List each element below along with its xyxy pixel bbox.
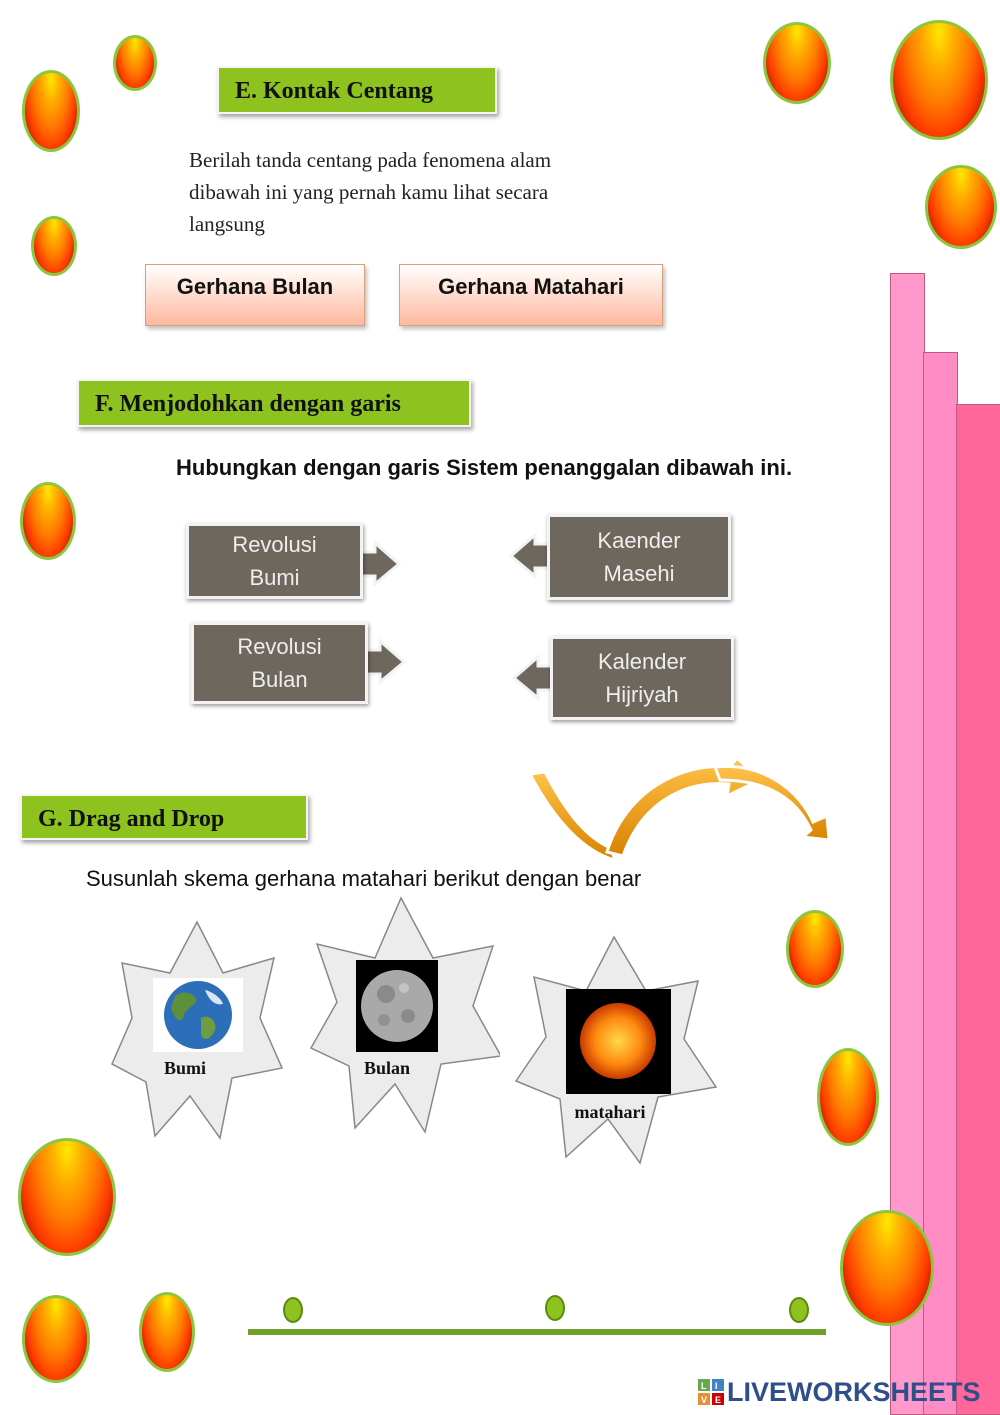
decor-ball xyxy=(18,1138,116,1256)
decor-ball xyxy=(31,216,77,276)
match-left-revolusi-bulan[interactable]: Revolusi Bulan xyxy=(191,622,368,704)
section-g-instruction: Susunlah skema gerhana matahari berikut … xyxy=(86,866,642,891)
timeline-line xyxy=(248,1329,826,1335)
instruction-line: langsung xyxy=(189,212,265,236)
instruction-line: dibawah ini yang pernah kamu lihat secar… xyxy=(189,180,549,204)
box-label: Revolusi xyxy=(237,634,322,659)
section-e-instruction: Berilah tanda centang pada fenomena alam… xyxy=(189,144,629,240)
match-right-kalender-masehi[interactable]: Kaender Masehi xyxy=(547,514,731,600)
decor-ball xyxy=(925,165,997,249)
decor-ball xyxy=(817,1048,879,1146)
liveworksheets-text: LIVEWORKSHEETS xyxy=(727,1376,981,1407)
decor-ball xyxy=(840,1210,934,1326)
instruction-line: Berilah tanda centang pada fenomena alam xyxy=(189,148,552,172)
star-label-matahari: matahari xyxy=(574,1102,646,1122)
star-label-bumi: Bumi xyxy=(163,1058,206,1078)
decor-strip xyxy=(956,404,1000,1415)
match-left-revolusi-bumi[interactable]: Revolusi Bumi xyxy=(186,523,363,599)
box-label: Revolusi xyxy=(232,532,317,557)
section-f-instruction: Hubungkan dengan garis Sistem penanggala… xyxy=(176,455,793,480)
box-label: Bumi xyxy=(249,565,300,590)
decor-ball xyxy=(20,482,76,560)
checkbox-option-gerhana-bulan[interactable]: Gerhana Bulan xyxy=(145,264,365,326)
svg-text:V: V xyxy=(701,1395,707,1405)
star-label-bulan: Bulan xyxy=(363,1058,411,1078)
cycle-arrows-icon xyxy=(527,755,831,863)
section-e-title: E. Kontak Centang xyxy=(217,66,497,114)
decor-ball xyxy=(786,910,844,988)
liveworksheets-logo: L I V E LIVEWORKSHEETS xyxy=(698,1376,981,1407)
box-label: Kalender xyxy=(597,649,687,674)
decor-ball xyxy=(113,35,157,91)
moon-image xyxy=(356,960,438,1052)
svg-text:E: E xyxy=(715,1395,721,1405)
svg-text:I: I xyxy=(715,1381,718,1391)
drop-target-dot[interactable] xyxy=(545,1295,565,1321)
section-f-title: F. Menjodohkan dengan garis xyxy=(77,379,471,427)
decor-ball xyxy=(139,1292,195,1372)
live-logo-icon: L I V E xyxy=(698,1379,724,1405)
decor-ball xyxy=(763,22,831,104)
svg-text:L: L xyxy=(701,1381,707,1391)
box-label: Hijriyah xyxy=(605,682,679,707)
drop-target-dot[interactable] xyxy=(789,1297,809,1323)
earth-image xyxy=(153,978,243,1052)
decor-ball xyxy=(890,20,988,140)
decor-ball xyxy=(22,70,80,152)
section-g-title: G. Drag and Drop xyxy=(20,794,308,840)
decor-ball xyxy=(22,1295,90,1383)
match-right-kalender-hijriyah[interactable]: Kalender Hijriyah xyxy=(550,636,734,720)
box-label: Kaender xyxy=(597,528,681,553)
drop-target-dot[interactable] xyxy=(283,1297,303,1323)
checkbox-option-gerhana-matahari[interactable]: Gerhana Matahari xyxy=(399,264,663,326)
box-label: Masehi xyxy=(603,561,675,586)
sun-image xyxy=(566,989,671,1094)
box-label: Bulan xyxy=(251,667,308,692)
decor-strip xyxy=(923,352,958,1415)
